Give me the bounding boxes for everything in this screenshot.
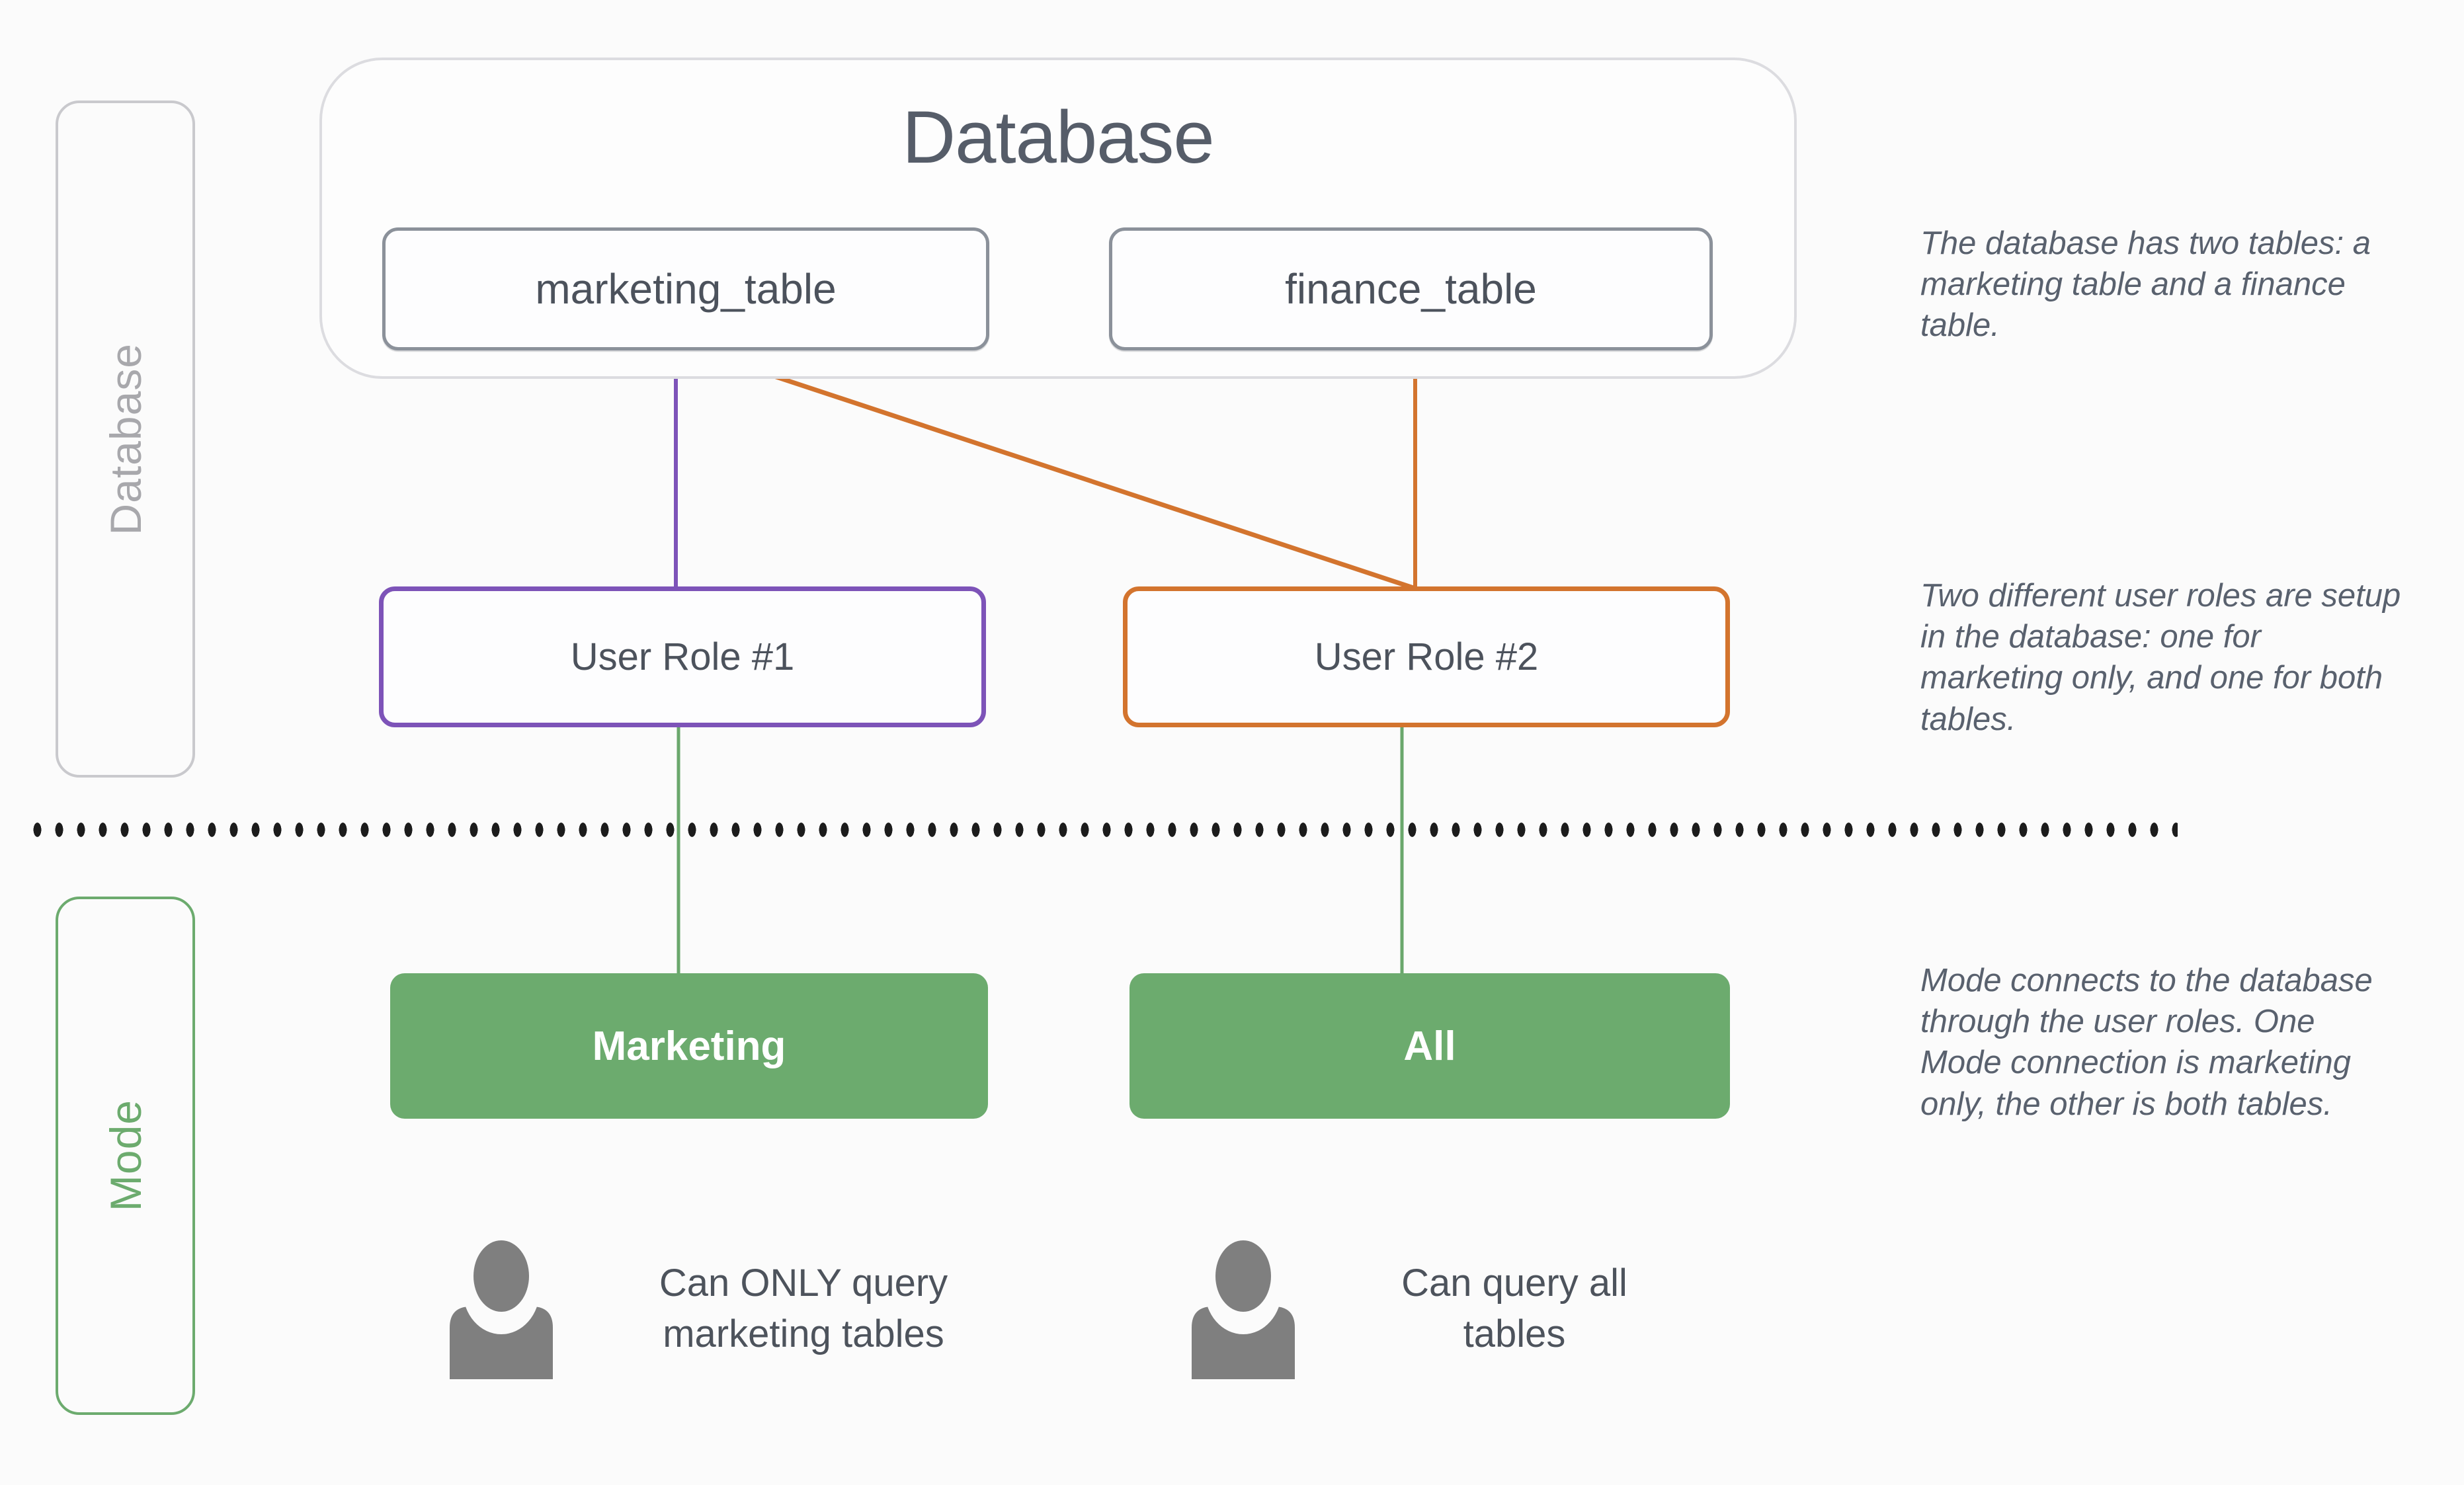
person-icon — [1192, 1240, 1295, 1379]
database-layer-label: Database — [101, 342, 150, 536]
marketing-connection-label: Marketing — [592, 1023, 786, 1069]
finance-table-label: finance_table — [1285, 265, 1537, 313]
mode-layer-label-box: Mode — [56, 897, 195, 1415]
annotation-user-roles: Two different user roles are setup in th… — [1920, 578, 2401, 737]
database-layer-label-box: Database — [56, 100, 195, 778]
connector-marketing-table-to-role2 — [685, 344, 1417, 591]
annotation-database-tables: The database has two tables: a marketing… — [1920, 225, 2371, 344]
user-role-2-box: User Role #2 — [1123, 586, 1730, 727]
annotation-mode-connections: Mode connects to the database through th… — [1920, 963, 2373, 1122]
marketing-table-label: marketing_table — [535, 265, 837, 313]
database-title: Database — [902, 96, 1214, 179]
user-role-2-label: User Role #2 — [1314, 635, 1539, 678]
role2-capability-text: Can query all tables — [1401, 1262, 1627, 1356]
dotted-divider-line — [26, 822, 2178, 838]
marketing-table-box: marketing_table — [382, 227, 989, 350]
person-icon — [450, 1240, 553, 1379]
role1-capability-text: Can ONLY query marketing tables — [659, 1262, 948, 1356]
all-connection-label: All — [1403, 1023, 1456, 1069]
user-role-1-label: User Role #1 — [570, 635, 795, 678]
finance-table-box: finance_table — [1109, 227, 1713, 350]
user-role-1-box: User Role #1 — [379, 586, 986, 727]
mode-layer-label: Mode — [101, 1100, 150, 1212]
all-connection-box: All — [1129, 973, 1730, 1119]
marketing-connection-box: Marketing — [390, 973, 988, 1119]
